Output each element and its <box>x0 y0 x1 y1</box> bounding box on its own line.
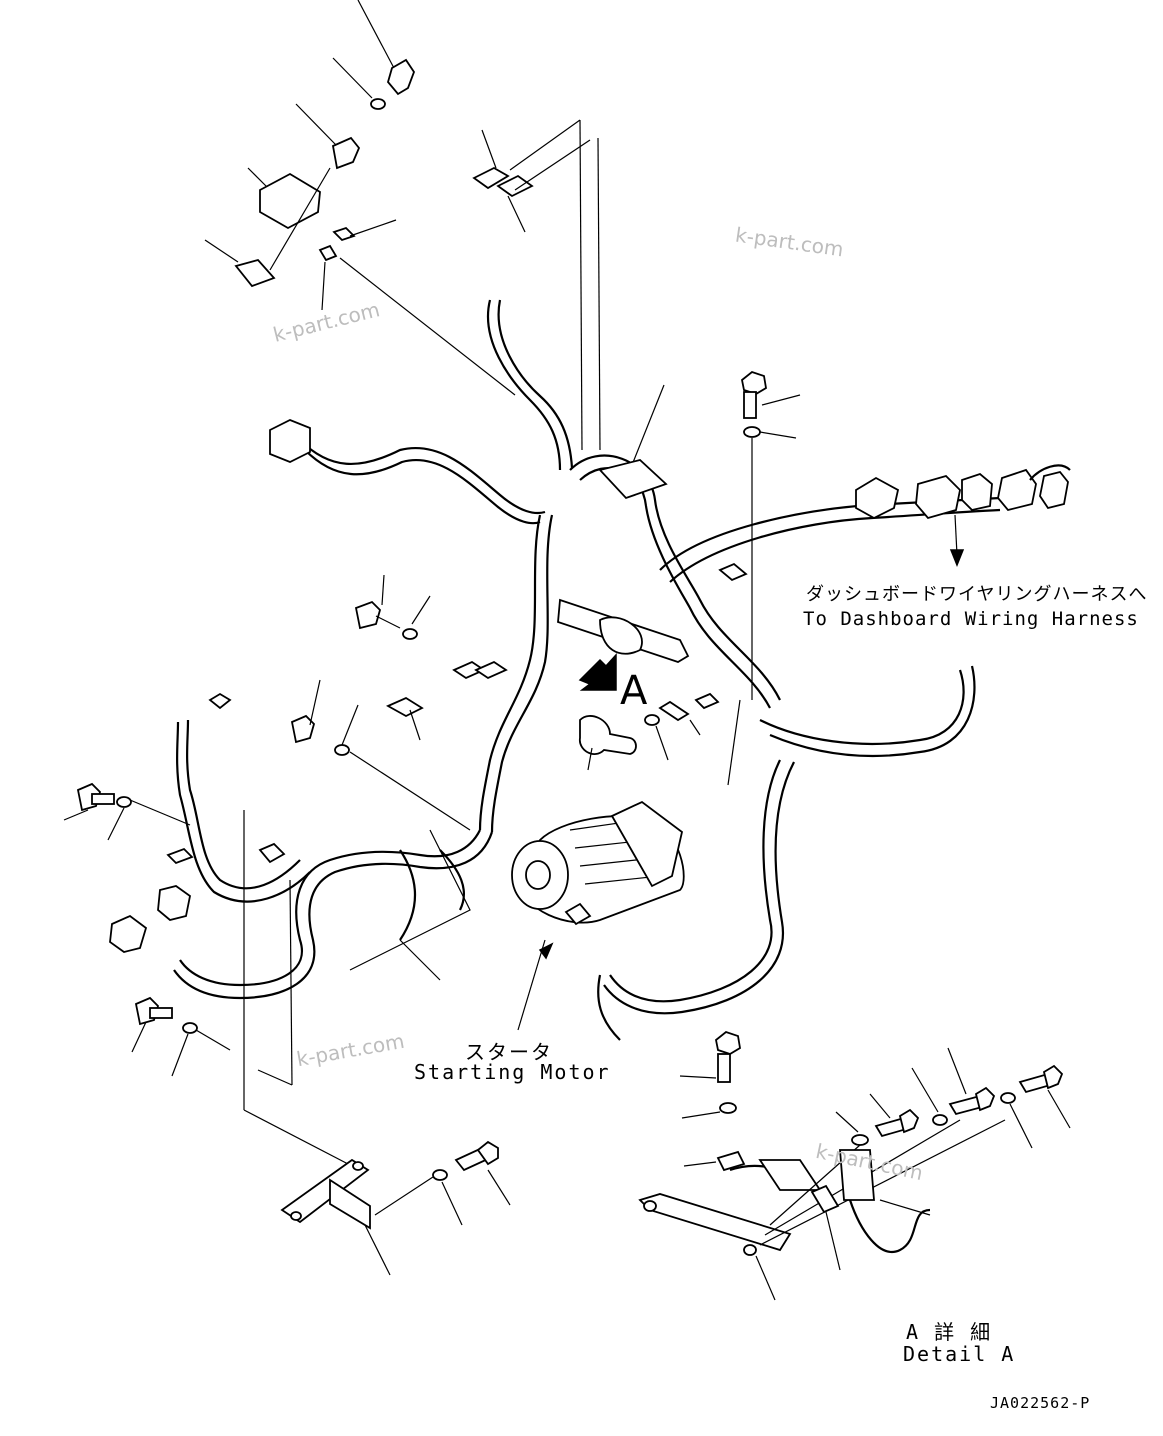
main-harness <box>173 299 1001 1041</box>
starter-label-jp: スタータ <box>465 1040 553 1064</box>
upper-right-bolt <box>741 370 801 700</box>
view-marker-a: A <box>620 668 648 714</box>
drawing-code: JA022562-P <box>990 1394 1091 1412</box>
dashboard-connectors <box>855 464 1071 568</box>
relay-bracket-group <box>204 0 416 311</box>
starter-label-en: Starting Motor <box>414 1060 611 1084</box>
detail-a-label-en: Detail A <box>903 1342 1016 1366</box>
center-bracket-area <box>557 384 748 786</box>
starting-motor <box>511 800 685 1031</box>
detail-a-drawing <box>638 1030 1071 1301</box>
top-connectors <box>339 119 601 451</box>
left-side-parts <box>63 419 508 1166</box>
detail-a-label-jp: A 詳 細 <box>906 1320 993 1344</box>
lower-left-bracket <box>280 1140 511 1276</box>
dashboard-harness-label-en: To Dashboard Wiring Harness <box>803 608 1139 630</box>
dashboard-harness-label-jp: ダッシュボードワイヤリングハーネスへ <box>806 584 1148 605</box>
